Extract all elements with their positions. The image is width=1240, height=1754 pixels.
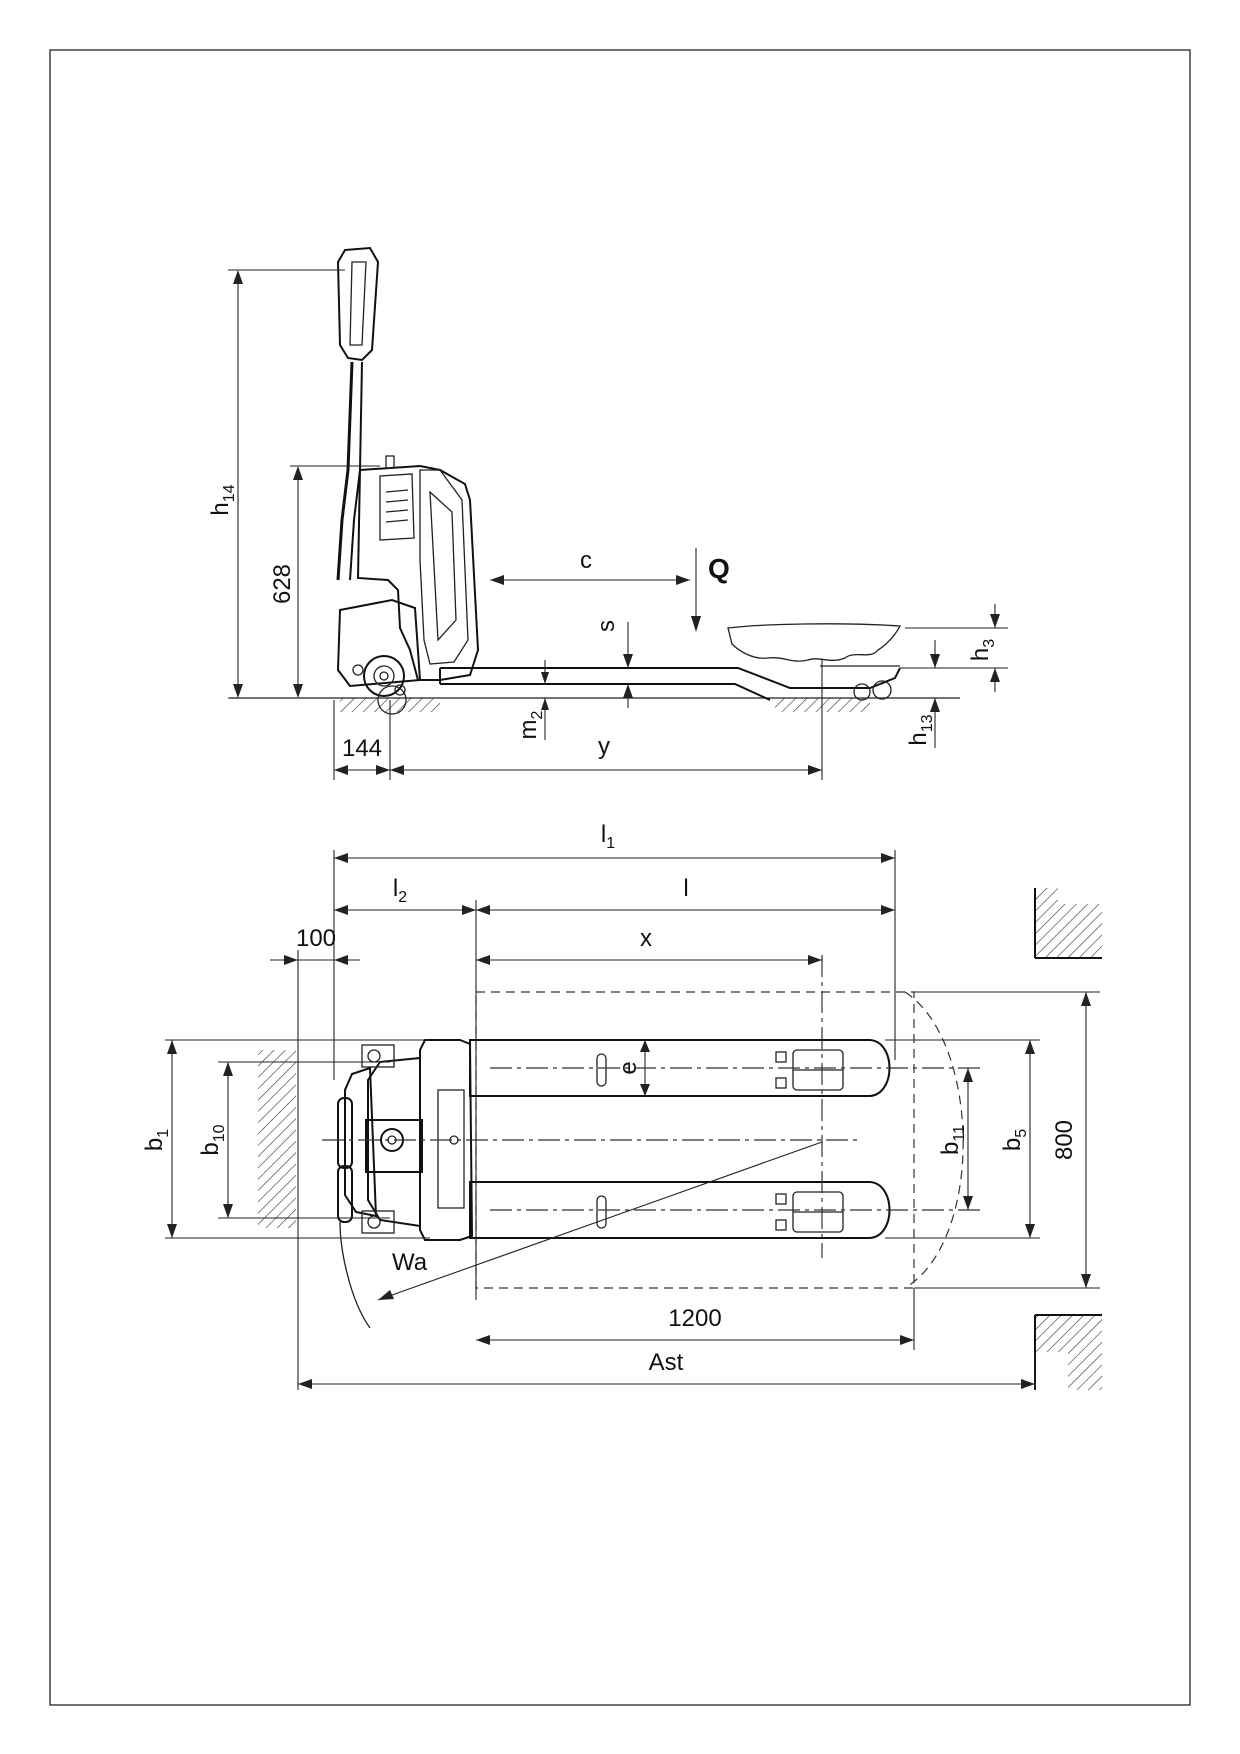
svg-text:b10: b10 [197, 1124, 228, 1155]
svg-text:h3: h3 [967, 639, 998, 661]
label-h13: h13 [905, 714, 936, 745]
svg-text:b5: b5 [999, 1129, 1030, 1151]
label-e: e [615, 1061, 642, 1074]
svg-text:b1: b1 [141, 1129, 172, 1151]
top-fork-lower [469, 1181, 891, 1239]
svg-text:h14: h14 [207, 484, 238, 515]
label-b1: b1 [141, 1129, 172, 1151]
load-outline [727, 623, 902, 662]
side-fork [439, 665, 901, 701]
label-q: Q [708, 553, 730, 584]
label-h3: h3 [967, 639, 998, 661]
label-b11: b11 [937, 1125, 968, 1155]
top-view: Wa l1 l2 l x 100 e [141, 821, 1102, 1390]
label-c: c [580, 547, 592, 574]
label-b10: b10 [197, 1124, 228, 1155]
label-wa: Wa [392, 1249, 428, 1276]
label-ast: Ast [649, 1349, 684, 1376]
tiller-handle [336, 246, 380, 581]
aisle-hatch-bottom [1035, 1315, 1102, 1390]
label-l: l [683, 875, 688, 902]
label-b5: b5 [999, 1129, 1030, 1151]
label-1200: 1200 [668, 1305, 721, 1332]
label-x: x [640, 925, 652, 952]
label-h14: h14 [207, 484, 238, 515]
label-l1: l1 [601, 821, 615, 852]
label-l2: l2 [393, 875, 407, 906]
top-fork-upper [469, 1039, 891, 1097]
label-628: 628 [269, 564, 296, 604]
sheet-border [49, 49, 1191, 1706]
wa-radius-line [377, 1141, 823, 1301]
side-view: h14 628 c Q s m2 [207, 246, 1008, 780]
label-144: 144 [342, 735, 382, 762]
label-100: 100 [296, 925, 336, 952]
label-800: 800 [1051, 1120, 1078, 1160]
aisle-hatch-top [1035, 888, 1102, 958]
label-y: y [598, 733, 610, 760]
svg-text:h13: h13 [905, 714, 936, 745]
svg-text:b11: b11 [937, 1125, 968, 1155]
label-s: s [593, 620, 620, 632]
label-m2: m2 [515, 710, 546, 739]
wall-hatch-left [258, 1050, 296, 1228]
svg-text:m2: m2 [515, 710, 546, 739]
turning-arc-front [904, 991, 964, 1289]
top-chassis [337, 1039, 474, 1241]
drive-unit [336, 455, 480, 715]
turning-arc-rear [339, 1221, 371, 1329]
